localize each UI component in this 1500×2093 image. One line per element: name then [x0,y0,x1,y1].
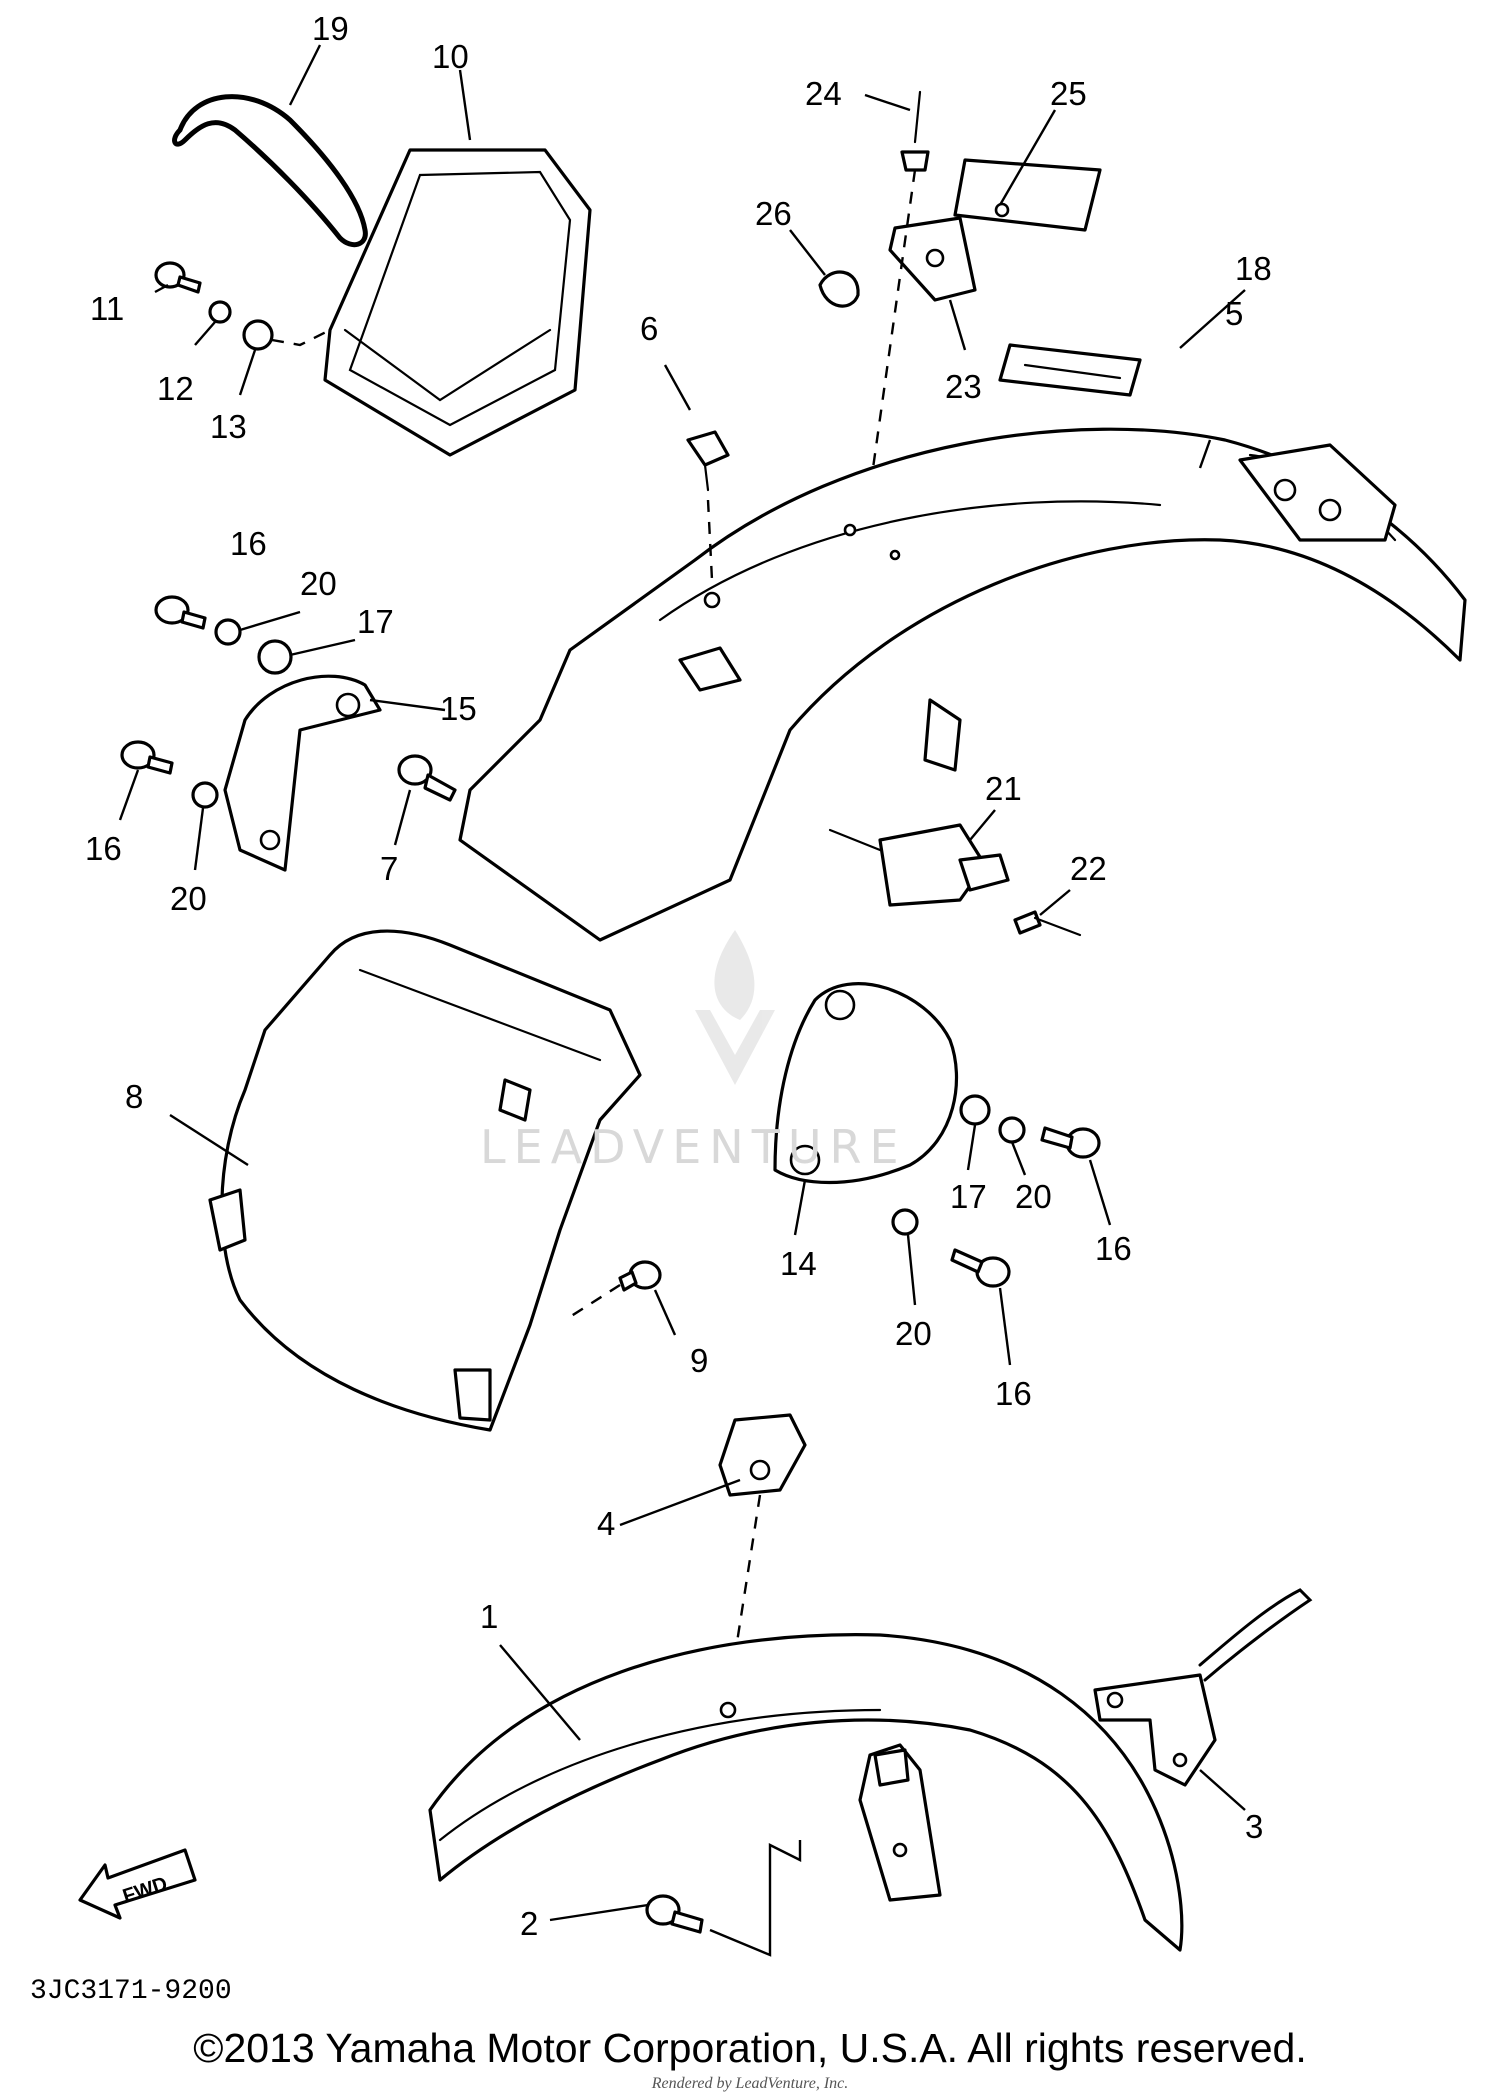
callout-22: 22 [1070,850,1107,887]
callout-1: 1 [480,1598,498,1635]
callout-16d: 16 [995,1375,1032,1412]
rendered-by-note: Rendered by LeadVenture, Inc. [651,2075,849,2092]
callout-25: 25 [1050,75,1087,112]
callout-5: 5 [1225,295,1243,332]
screw-part-22 [1013,910,1082,937]
bracket-part-14 [773,982,959,1185]
inner-fender-part-8 [208,929,642,1432]
collar-part-13 [242,319,274,351]
bolt-part-16-middle [1040,1126,1101,1159]
washer-part-20-lower [191,781,219,809]
callout-7: 7 [380,850,398,887]
callout-21: 21 [985,770,1022,807]
bolt-part-16-bottom [950,1248,1011,1288]
callout-17b: 17 [950,1178,987,1215]
collar-part-17-lower [959,1094,991,1126]
part-code: 3JC3171-9200 [30,1976,232,2007]
callout-11: 11 [90,290,124,327]
leader-lines [118,44,1246,1957]
bolt-part-16-upper [154,595,207,630]
washer-part-12 [208,300,232,324]
callout-20d: 20 [895,1315,932,1352]
bolt-part-16-lower [120,740,174,775]
emblem-part-18 [998,343,1142,397]
callout-18: 18 [1235,250,1272,287]
callout-23: 23 [945,368,982,405]
bracket-part-23 [888,216,977,302]
rear-fender-part-5 [458,427,1467,942]
washer-part-20-bottom [891,1208,919,1236]
nut-part-26 [818,270,860,308]
callout-16a: 16 [230,525,267,562]
clamp-part-4 [718,1413,807,1497]
cover-part-10 [323,148,592,457]
callout-20b: 20 [170,880,207,917]
bolt-part-2 [645,1894,704,1934]
bolt-part-6 [686,430,730,492]
callout-13: 13 [210,408,247,445]
bracket-part-3 [1093,1588,1313,1787]
callout-8: 8 [125,1078,143,1115]
lock-part-21 [828,823,1010,907]
leadventure-watermark-logo [695,930,775,1085]
callout-14: 14 [780,1245,817,1282]
callout-9: 9 [690,1342,708,1379]
callout-15: 15 [440,690,477,727]
callout-16c: 16 [1095,1230,1132,1267]
collar-part-17-upper [257,639,293,675]
bolt-part-7 [397,754,457,802]
callout-3: 3 [1245,1808,1263,1845]
front-fender-part-1 [428,1633,1184,1952]
callout-10: 10 [432,38,469,75]
bracket-part-15 [223,674,382,872]
callout-20c: 20 [1015,1178,1052,1215]
copyright-notice: ©2013 Yamaha Motor Corporation, U.S.A. A… [193,2025,1307,2071]
bolt-part-11 [154,261,202,294]
callout-12: 12 [157,370,194,407]
callout-19: 19 [312,10,349,47]
bolt-part-9 [618,1260,662,1292]
callout-2: 2 [520,1905,538,1942]
callout-16b: 16 [85,830,122,867]
washer-part-20-middle [998,1116,1026,1144]
watermark-text: LEADVENTURE [480,1120,907,1174]
washer-part-20-upper [214,618,242,646]
callout-6: 6 [640,310,658,347]
callout-4: 4 [597,1505,615,1542]
reflector-part-25 [953,158,1102,232]
callout-17a: 17 [357,603,394,640]
callout-24: 24 [805,75,842,112]
seal-part-19 [172,94,368,248]
callout-20a: 20 [300,565,337,602]
forward-arrow-icon: FWD [78,1848,197,1920]
callout-26: 26 [755,195,792,232]
pin-part-24 [900,90,930,172]
callout-numbers: 19 10 11 12 13 24 25 26 23 18 5 6 16 20 … [85,10,1272,1942]
